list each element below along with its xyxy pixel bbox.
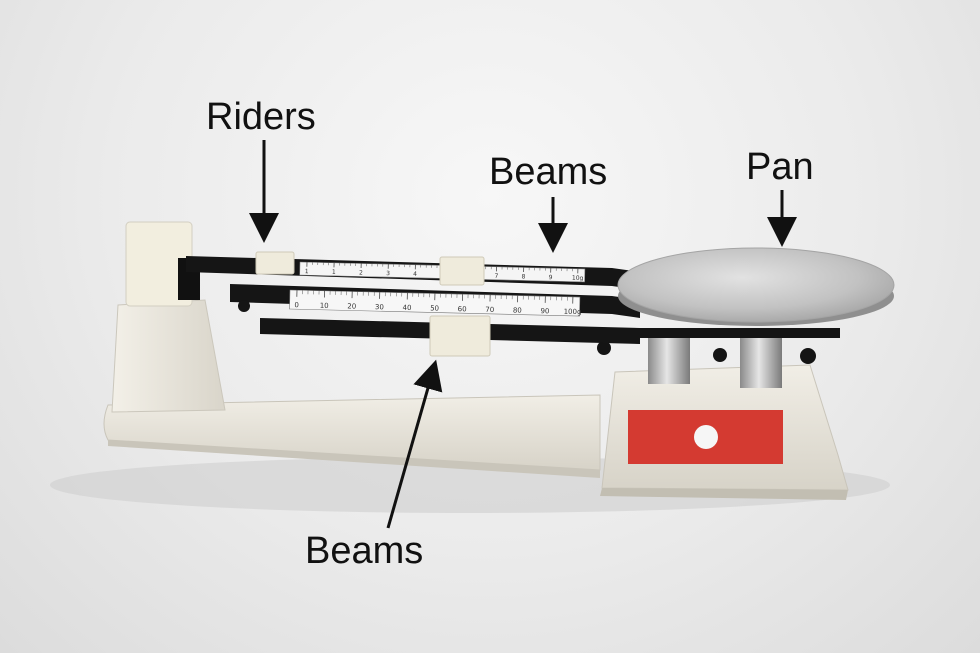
rider-lower: [429, 315, 491, 357]
scale-label: 40: [402, 304, 411, 312]
arrow-beams-bottom: [386, 359, 443, 529]
scale-label: 8: [522, 273, 526, 280]
pan: [617, 247, 895, 323]
pan-post-right: [740, 338, 782, 388]
scale-label: 50: [430, 304, 439, 312]
label-pan: Pan: [746, 146, 814, 188]
level-indicator-dot: [694, 425, 718, 449]
pan-post-left: [648, 334, 690, 384]
scale-label: 2: [359, 269, 363, 276]
label-beams-bottom: Beams: [305, 530, 424, 572]
scale-label: 0: [294, 301, 299, 309]
scale-label: 7: [494, 273, 498, 280]
scale-label: 100g: [564, 308, 582, 316]
left-tower: [111, 299, 226, 413]
scale-label: 70: [485, 306, 494, 314]
scale-label: 1: [305, 268, 309, 275]
label-beams-top: Beams: [489, 151, 608, 193]
scale-label: 20: [347, 302, 356, 310]
scale-label: 30: [375, 303, 384, 311]
scale-label: 9: [549, 274, 553, 281]
label-riders: Riders: [206, 96, 316, 138]
scale-label: 1: [332, 269, 336, 276]
lower-beam-scale: 0 10 20 30 40 50 60 70 80 90 100g: [289, 289, 582, 317]
rider-middle: [439, 256, 485, 286]
scale-label: 60: [458, 305, 467, 313]
scale-label: 10g: [572, 275, 584, 282]
scale-label: 4: [413, 271, 417, 278]
scale-label: 10: [320, 302, 329, 310]
scale-label: 90: [540, 307, 549, 315]
rider-left: [255, 251, 295, 275]
scale-label: 3: [386, 270, 390, 277]
scale-label: 80: [513, 306, 522, 314]
